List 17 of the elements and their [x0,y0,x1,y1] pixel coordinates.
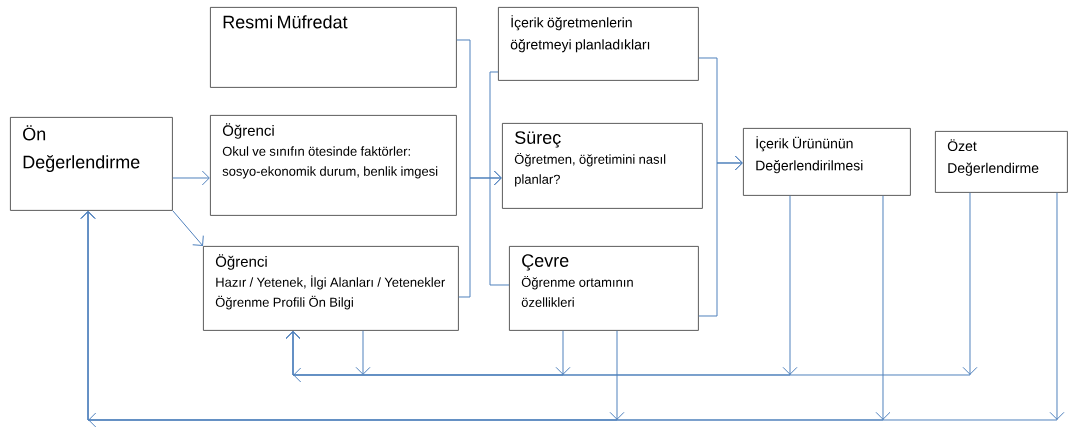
text-box: Öğrenci Okul ve sınıfın ötesinde faktörler: sosyo-ekonomik durum, benlik imgesi [210,115,457,216]
arrow [172,170,210,186]
text-box: Süreç Öğretmen, öğretimini nasıl planlar? [502,123,703,209]
text-box: Ön Değerlendirme [10,117,173,211]
text-box: Resmi Müfredat [210,7,457,88]
arrow [285,192,978,376]
arrow [698,155,743,317]
arrow [80,192,1065,421]
text-box: Öğrenci Hazır / Yetenek, İlgi Alanları / Yetenekler Öğrenme Profili Ön Bilgi [203,246,459,331]
connector-line [489,71,510,286]
text-box: İçerik öğretmenlerin öğretmeyi planladıkları [498,7,699,81]
text-box: Çevre Öğrenme ortamının özellikleri [509,246,699,331]
text-box: İçerik Ürününün Değerlendirilmesi [743,128,911,196]
text-box: Özet Değerlendirme [935,131,1068,193]
arrow [458,170,502,298]
arrow [172,210,204,246]
arrow [355,330,371,375]
